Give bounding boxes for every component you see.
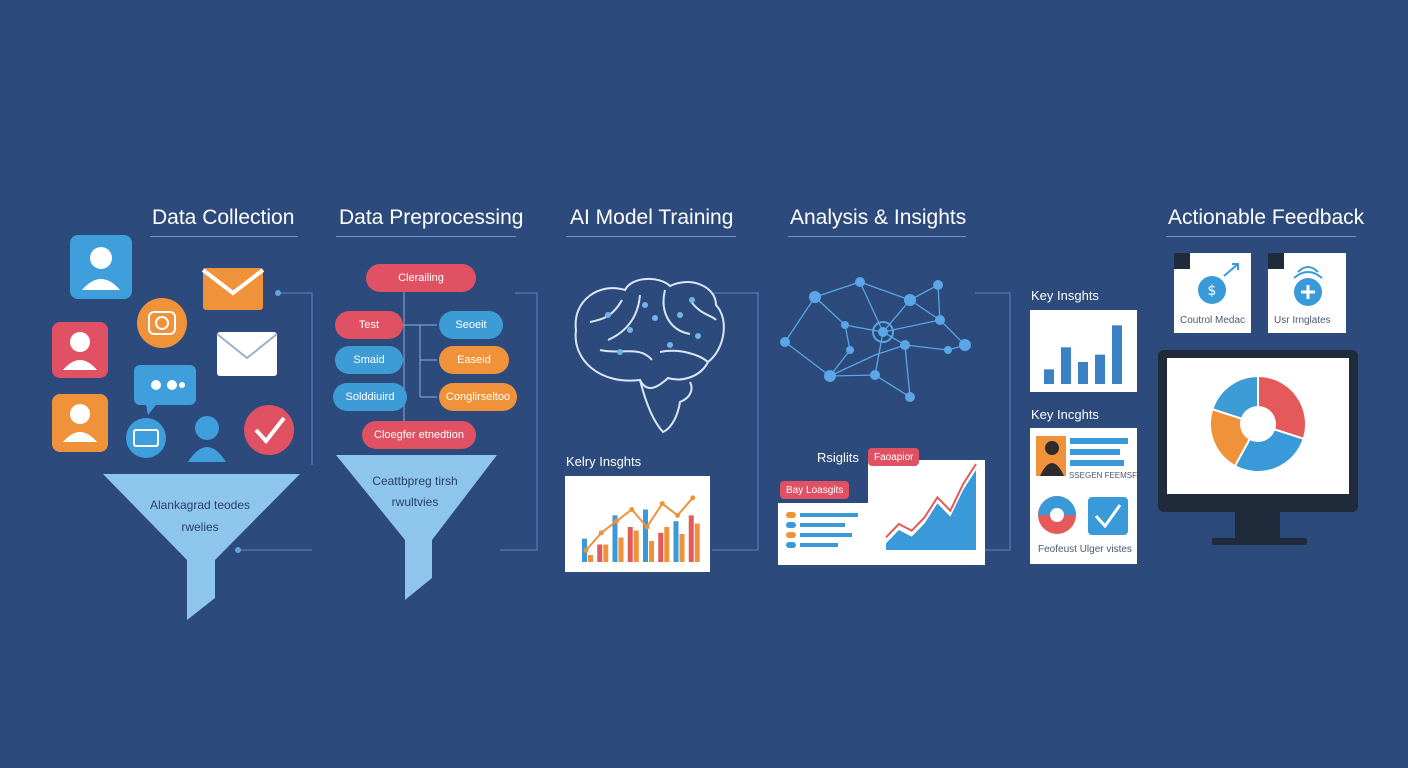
side-card-caption: Feofeust Ulger vistes (1038, 544, 1132, 555)
training-insights-label: Kelry Insghts (566, 454, 642, 469)
analysis-list-rows (786, 512, 858, 548)
title-underline (150, 236, 298, 237)
mail-icon (201, 268, 265, 310)
chart-point (690, 495, 696, 501)
chart-bar (664, 527, 670, 562)
chart-bar (658, 532, 664, 562)
chart-bar (1078, 362, 1088, 384)
connector-line (975, 292, 1011, 551)
chart-point (598, 530, 604, 536)
title-underline (788, 236, 966, 237)
connector-line (278, 292, 313, 465)
key-insights-bar-chart (1044, 325, 1122, 384)
chart-line (585, 497, 694, 551)
chart-point (675, 512, 680, 518)
chart-bar (673, 521, 679, 562)
pill-seoeit: Seoeit (439, 311, 503, 339)
chart-bar (679, 534, 685, 562)
pill-cleaning: Clerailing (366, 264, 476, 292)
side-card-small-text: SSEGEN FEEMSF (1069, 471, 1138, 480)
chart-bar (1044, 369, 1054, 384)
check-icon (244, 405, 294, 455)
analysis-tag-left: Bay Loasgits (780, 481, 850, 499)
chart-bar (633, 530, 639, 562)
chart-bar (588, 555, 593, 562)
network-nodes (780, 277, 971, 402)
pill-easeid: Easeid (439, 346, 509, 374)
chart-bar (603, 544, 609, 562)
title-underline (1166, 236, 1356, 237)
svg-text:$: $ (1208, 283, 1217, 299)
stage-title-analysis: Analysis & Insights (790, 206, 967, 229)
monitor-donut-chart (1209, 374, 1307, 473)
pill-conglirseltoo: Conglirseltoo (439, 383, 517, 411)
user-icon (52, 394, 108, 452)
title-underline (566, 236, 736, 237)
feedback-right-caption: Usr Irnglates (1274, 315, 1331, 326)
connector-dot (275, 290, 281, 296)
connector-line (500, 292, 538, 551)
chart-line (885, 463, 977, 539)
collection-funnel-line-2: rwelies (181, 520, 219, 534)
user-icon (70, 235, 132, 299)
chart-point (644, 524, 650, 530)
chart-bar (1112, 325, 1122, 384)
stage-title-training: AI Model Training (570, 206, 734, 229)
preprocessing-funnel-line-1: Ceattbpreg tirsh (372, 474, 458, 488)
stage-title-preprocessing: Data Preprocessing (339, 206, 524, 229)
preprocessing-funnel-line-2: rwultvies (391, 495, 439, 509)
collection-funnel-line-1: Alankagrad teodes (149, 498, 251, 512)
chart-point (629, 507, 635, 512)
stage-title-feedback: Actionable Feedback (1168, 206, 1365, 229)
pill-bottom: Cloegfer etnedtion (362, 421, 476, 449)
chart-point (659, 501, 665, 507)
brain-nodes (605, 297, 701, 355)
pill-test: Test (335, 311, 403, 339)
chart-bar (694, 523, 700, 562)
chart-area-fill (886, 470, 976, 550)
chart-bar (618, 537, 624, 562)
chart-bar (627, 527, 633, 562)
donut-hole (1240, 406, 1276, 442)
image-icon (126, 418, 166, 458)
chart-bar (643, 509, 648, 562)
chart-point (583, 547, 589, 553)
title-underline (336, 236, 516, 237)
chart-point (614, 518, 619, 524)
chart-bar (1061, 347, 1071, 384)
analysis-tag-top: Faoapior (868, 448, 920, 466)
chart-bar (1095, 354, 1105, 384)
user-icon (52, 322, 108, 378)
pill-solddiuird: Solddiuird (333, 383, 407, 411)
connector-line (712, 292, 759, 551)
stage-title-collection: Data Collection (152, 206, 295, 229)
brain-icon (574, 278, 725, 434)
chart-bar (597, 544, 603, 562)
chart-bar (649, 541, 654, 562)
chart-bar (688, 515, 694, 562)
analysis-area-chart (885, 463, 977, 550)
camera-icon (137, 298, 187, 348)
key-insights-label-top: Key Insghts (1031, 288, 1099, 303)
pill-smaid: Smaid (335, 346, 403, 374)
feedback-left-caption: Coutrol Medac (1180, 315, 1246, 326)
chart-bar (612, 515, 618, 562)
mail-icon (216, 332, 278, 376)
preprocessing-funnel (336, 455, 497, 600)
side-card-content (1036, 436, 1128, 535)
chat-icon (134, 365, 196, 415)
analysis-insights-label: Rsiglits (817, 450, 859, 465)
control-icon (1198, 276, 1226, 304)
person-icon (188, 416, 226, 462)
connector-dot (235, 547, 241, 553)
collection-funnel (103, 474, 300, 620)
training-insights-chart (582, 495, 700, 562)
key-insights-label-mid: Key Incghts (1031, 407, 1099, 422)
